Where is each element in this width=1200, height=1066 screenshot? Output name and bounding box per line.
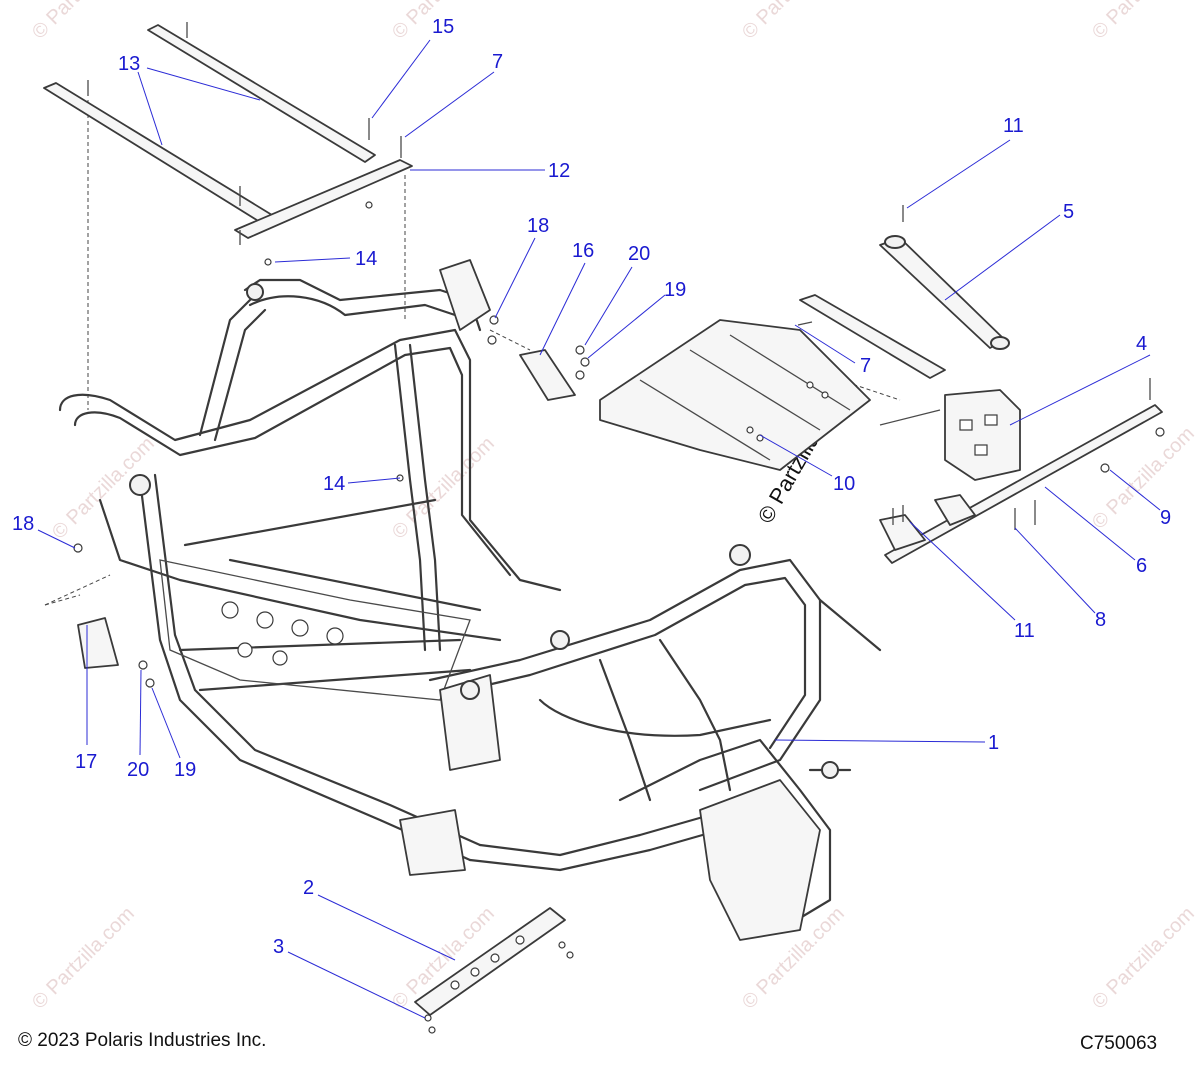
frame-bracket [439,674,501,771]
callout-4: 4 [1136,333,1147,355]
rail-13 [43,82,273,223]
mount-4 [944,389,1021,481]
callout-10: 10 [833,473,855,495]
watermark: © Partzilla.com [28,0,139,44]
callout-11: 11 [1003,115,1024,137]
watermarks: © Partzilla.com © Partzilla.com © Partzi… [28,0,1199,1014]
frame-bracket [399,809,466,876]
watermark: © Partzilla.com [1088,0,1199,44]
callout-18: 18 [527,215,549,237]
callout-3: 3 [273,936,284,958]
frame-bracket [699,779,821,941]
callout-16: 16 [572,240,594,262]
crossbar-6-bar [884,404,1163,564]
callout-19: 19 [174,759,196,781]
crossbar-12 [234,159,413,239]
bracket-16 [519,349,576,401]
upper-rails-13-15 [43,22,413,266]
callout-12: 12 [548,160,570,182]
watermark: © Partzilla.com [1088,903,1199,1014]
callout-9: 9 [1160,507,1171,529]
callout-14: 14 [323,473,345,495]
callout-6: 6 [1136,555,1147,577]
frame-bracket [439,259,491,331]
crossbar-6-bracket [934,494,976,526]
callouts: 15 7 13 12 14 18 16 20 19 11 5 7 4 10 9 … [12,16,1171,958]
callout-1: 1 [988,732,999,754]
seat-base-10 [599,319,871,471]
callout-20: 20 [127,759,149,781]
watermark: © Partzilla.com [28,903,139,1014]
callout-11: 11 [1014,620,1035,642]
bracket-17 [77,617,119,669]
watermark: © Partzilla.com [388,433,499,544]
diagram-code: C750063 [1080,1033,1158,1054]
crossbar-6 [879,378,1165,564]
callout-7: 7 [860,355,871,377]
tube-5-lower [799,294,946,379]
callout-13: 13 [118,53,140,75]
callout-5: 5 [1063,201,1074,223]
callout-8: 8 [1095,609,1106,631]
crossbar-6-bracket [879,514,926,551]
callout-2: 2 [303,877,314,899]
leader-lines [37,39,1161,1019]
rail-15 [147,24,376,163]
main-frame-1 [58,259,882,941]
callout-17: 17 [75,751,97,773]
tube-5 [879,237,1006,349]
watermark: © Partzilla.com [738,0,849,44]
callout-18: 18 [12,513,34,535]
skid-plate-2 [414,907,574,1034]
callout-7: 7 [492,51,503,73]
callout-19: 19 [664,279,686,301]
copyright-text: © 2023 Polaris Industries Inc. [18,1030,267,1051]
callout-15: 15 [432,16,454,38]
callout-14: 14 [355,248,377,270]
seat-base-assembly [599,205,1021,481]
callout-20: 20 [628,243,650,265]
